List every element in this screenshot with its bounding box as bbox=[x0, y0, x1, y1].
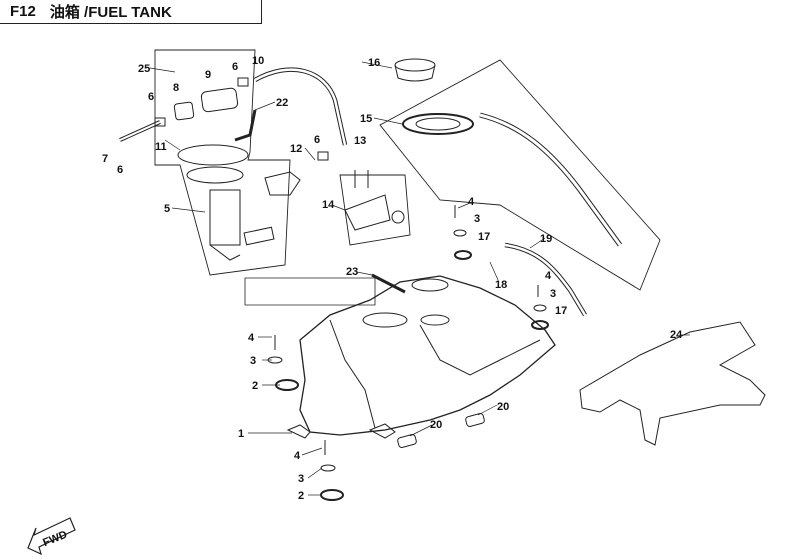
fuel-tank-ridge bbox=[329, 319, 376, 429]
fuel-tank-pump-opening bbox=[362, 312, 408, 328]
callout-22: 22 bbox=[276, 97, 288, 109]
fuel-tank-mount-left bbox=[286, 424, 311, 439]
callout-3: 3 bbox=[250, 355, 256, 367]
callout-3: 3 bbox=[474, 213, 480, 225]
fwd-label: FWD bbox=[41, 529, 69, 550]
pump-strainer bbox=[209, 244, 241, 261]
fuel-tank-mount-right bbox=[368, 423, 396, 439]
filter-part-8 bbox=[173, 101, 195, 121]
callout-6: 6 bbox=[232, 61, 238, 73]
fastener-stack-left-lower bbox=[320, 440, 344, 501]
callout-6: 6 bbox=[117, 164, 123, 176]
filler-cap-top bbox=[394, 58, 436, 72]
callout-2: 2 bbox=[298, 490, 304, 502]
callout-3: 3 bbox=[298, 473, 304, 485]
leader-lines bbox=[149, 61, 690, 496]
filler-cap-group-frame bbox=[379, 59, 661, 291]
fuel-pump-group-frame bbox=[154, 49, 291, 276]
filler-ring-15 bbox=[402, 113, 474, 135]
pump-flange bbox=[177, 144, 249, 166]
callout-4: 4 bbox=[545, 270, 552, 282]
fuel-pump-body bbox=[209, 189, 241, 246]
fuel-tank-valve-opening bbox=[420, 314, 450, 326]
filler-ring-15-inner bbox=[415, 117, 461, 131]
callout-2: 2 bbox=[252, 380, 258, 392]
callout-4: 4 bbox=[294, 450, 301, 462]
callout-11: 11 bbox=[155, 141, 167, 153]
callout-24: 24 bbox=[670, 329, 683, 341]
pipe-7-inner bbox=[119, 121, 161, 141]
fastener-stack-right-lower bbox=[531, 285, 549, 330]
callout-6: 6 bbox=[314, 134, 320, 146]
callout-17: 17 bbox=[478, 231, 490, 243]
rubber-mount-20a bbox=[397, 434, 417, 448]
breather-hose-15 bbox=[479, 112, 623, 247]
filter-part-9 bbox=[200, 87, 239, 113]
valve-bracket-14 bbox=[344, 194, 391, 231]
callout-9: 9 bbox=[205, 69, 211, 81]
callout-4: 4 bbox=[468, 196, 475, 208]
clamp-6-mid bbox=[317, 151, 329, 161]
callout-13: 13 bbox=[354, 135, 366, 147]
callout-1: 1 bbox=[238, 428, 244, 440]
fuel-tank-ridge-2 bbox=[419, 324, 541, 376]
filler-cap-body bbox=[394, 64, 436, 82]
callout-3: 3 bbox=[550, 288, 556, 300]
callout-19: 19 bbox=[540, 233, 552, 245]
fuel-pump-sender bbox=[243, 226, 275, 246]
clamp-6-top bbox=[237, 77, 249, 87]
fastener-stack-left-upper bbox=[267, 335, 299, 391]
tube-23 bbox=[371, 273, 406, 294]
callout-4: 4 bbox=[248, 332, 255, 344]
fwd-arrow-icon: FWD bbox=[27, 517, 76, 556]
callout-25: 25 bbox=[138, 63, 150, 75]
callout-12: 12 bbox=[290, 143, 302, 155]
diagram-title-box: F12 油箱 /FUEL TANK bbox=[0, 0, 262, 24]
callout-8: 8 bbox=[173, 82, 179, 94]
callout-16: 16 bbox=[368, 57, 380, 69]
callout-20: 20 bbox=[430, 419, 442, 431]
breather-hose-15-inner bbox=[479, 113, 622, 246]
fuel-hose-10 bbox=[253, 67, 348, 146]
rubber-mount-20b bbox=[465, 413, 485, 427]
callout-18: 18 bbox=[495, 279, 507, 291]
callout-6: 6 bbox=[148, 91, 154, 103]
callout-5: 5 bbox=[164, 203, 170, 215]
fuel-tank-body bbox=[299, 275, 556, 436]
diagram-code: F12 bbox=[10, 3, 36, 20]
callout-14: 14 bbox=[322, 199, 335, 211]
clamp-6-left bbox=[154, 117, 166, 127]
fuel-hose-10-inner bbox=[254, 68, 347, 146]
connector-12 bbox=[264, 171, 301, 196]
heat-shield-24 bbox=[579, 321, 766, 446]
tank-group-frame bbox=[244, 277, 376, 306]
diagram-title: 油箱 /FUEL TANK bbox=[49, 4, 172, 21]
callout-23: 23 bbox=[346, 266, 358, 278]
callout-20: 20 bbox=[497, 401, 509, 413]
pump-gasket bbox=[186, 166, 244, 184]
callout-7: 7 bbox=[102, 153, 108, 165]
fastener-stack-right-upper bbox=[453, 205, 472, 260]
valve-group-frame bbox=[339, 174, 411, 246]
drain-hose-19-inner bbox=[504, 243, 587, 316]
callout-17: 17 bbox=[555, 305, 567, 317]
callout-10: 10 bbox=[252, 55, 264, 67]
valve-float-14 bbox=[391, 210, 405, 224]
pipe-22 bbox=[234, 109, 257, 142]
fuel-tank-filler-neck bbox=[411, 278, 449, 292]
callout-15: 15 bbox=[360, 113, 372, 125]
